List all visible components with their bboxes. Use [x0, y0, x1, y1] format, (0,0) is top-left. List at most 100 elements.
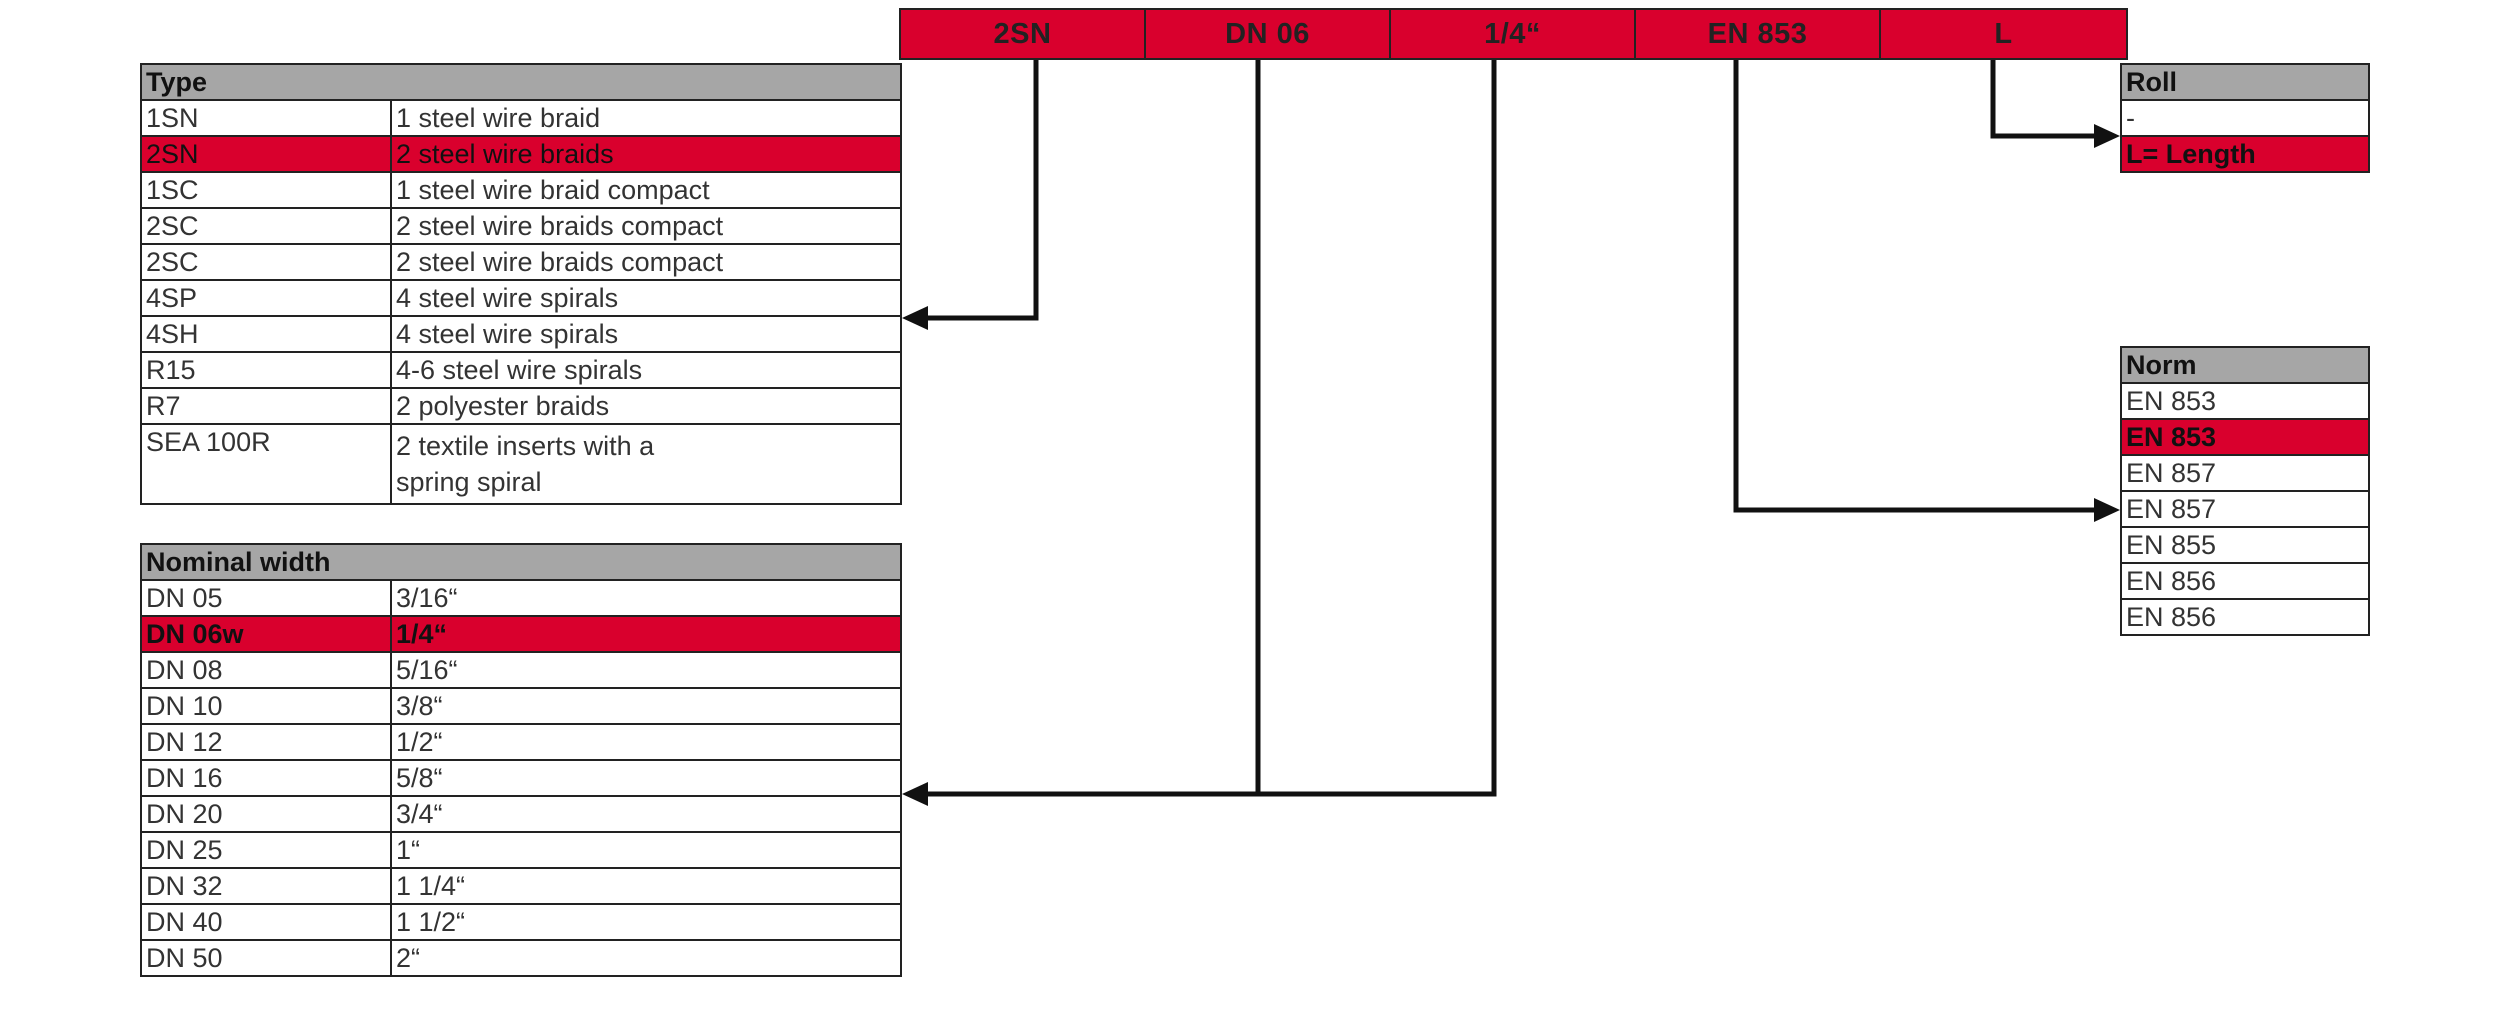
norm-value: EN 853	[2120, 418, 2370, 456]
norm-value: EN 857	[2120, 490, 2370, 528]
width-table-header: Nominal width	[140, 543, 902, 581]
nominal-width-table: Nominal width DN 05 3/16“ DN 06w 1/4“ DN…	[140, 543, 902, 977]
width-code: DN 05	[140, 579, 392, 617]
width-size: 3/8“	[390, 687, 902, 725]
width-code: DN 10	[140, 687, 392, 725]
code-roll: L	[1881, 10, 2126, 58]
order-code-bar: 2SN DN 06 1/4“ EN 853 L	[899, 8, 2128, 60]
type-code: 2SN	[140, 135, 392, 173]
type-description: 2 steel wire braids compact	[389, 207, 903, 245]
table-row-selected: EN 853	[2120, 418, 2370, 456]
roll-table-header: Roll	[2120, 63, 2370, 101]
type-description: 2 steel wire braids compact	[389, 243, 903, 281]
code-nominal-width: DN 06	[1146, 10, 1391, 58]
table-row: EN 856	[2120, 562, 2370, 600]
type-description: 2 steel wire braids	[389, 135, 903, 173]
connector-type	[912, 60, 1039, 321]
table-row: 1SC 1 steel wire braid compact	[140, 171, 903, 209]
table-row-selected: L= Length	[2120, 135, 2370, 173]
roll-table: Roll - L= Length	[2120, 63, 2370, 173]
table-row: EN 853	[2120, 382, 2370, 420]
table-row: 1SN 1 steel wire braid	[140, 99, 903, 137]
arrowhead-roll-icon	[2094, 124, 2120, 148]
table-row: EN 856	[2120, 598, 2370, 636]
norm-value: EN 856	[2120, 598, 2370, 636]
width-size: 1“	[390, 831, 902, 869]
table-row: -	[2120, 99, 2370, 137]
width-code: DN 40	[140, 903, 392, 941]
code-type: 2SN	[901, 10, 1146, 58]
width-size: 3/4“	[390, 795, 902, 833]
width-size: 3/16“	[390, 579, 902, 617]
table-row: DN 25 1“	[140, 831, 902, 869]
width-code: DN 25	[140, 831, 392, 869]
type-description: 2 textile inserts with a spring spiral	[389, 423, 903, 505]
type-description: 2 polyester braids	[389, 387, 903, 425]
roll-value: -	[2120, 99, 2370, 137]
width-code: DN 08	[140, 651, 392, 689]
roll-value: L= Length	[2120, 135, 2370, 173]
type-code: R7	[140, 387, 392, 425]
type-table: Type 1SN 1 steel wire braid 2SN 2 steel …	[139, 63, 903, 505]
norm-value: EN 853	[2120, 382, 2370, 420]
norm-table: Norm EN 853 EN 853 EN 857 EN 857 EN 855 …	[2120, 346, 2370, 636]
width-size: 1/2“	[390, 723, 902, 761]
table-row: DN 10 3/8“	[140, 687, 902, 725]
table-row: DN 08 5/16“	[140, 651, 902, 689]
width-code: DN 12	[140, 723, 392, 761]
type-code: R15	[140, 351, 392, 389]
width-code: DN 06w	[140, 615, 392, 653]
table-row: 2SC 2 steel wire braids compact	[140, 243, 903, 281]
width-code: DN 20	[140, 795, 392, 833]
table-row: DN 32 1 1/4“	[140, 867, 902, 905]
type-code: SEA 100R	[140, 423, 392, 505]
table-row: DN 40 1 1/2“	[140, 903, 902, 941]
norm-table-header-row: Norm	[2120, 346, 2370, 384]
table-row: DN 12 1/2“	[140, 723, 902, 761]
type-code: 4SP	[140, 279, 392, 317]
type-table-header: Type	[139, 63, 903, 101]
width-size: 1/4“	[390, 615, 902, 653]
type-description: 1 steel wire braid	[389, 99, 903, 137]
arrowhead-type-icon	[902, 306, 928, 330]
type-description: 4 steel wire spirals	[389, 315, 903, 353]
table-row: EN 855	[2120, 526, 2370, 564]
width-table-header-row: Nominal width	[140, 543, 902, 581]
table-row: 2SC 2 steel wire braids compact	[140, 207, 903, 245]
code-inch-size: 1/4“	[1391, 10, 1636, 58]
type-code: 2SC	[140, 207, 392, 245]
table-row: SEA 100R 2 textile inserts with a spring…	[140, 423, 903, 505]
type-description: 1 steel wire braid compact	[389, 171, 903, 209]
width-code: DN 32	[140, 867, 392, 905]
roll-table-header-row: Roll	[2120, 63, 2370, 101]
table-row: DN 05 3/16“	[140, 579, 902, 617]
type-description: 4 steel wire spirals	[389, 279, 903, 317]
table-row: EN 857	[2120, 454, 2370, 492]
type-table-header-row: Type	[139, 63, 903, 101]
width-size: 5/8“	[390, 759, 902, 797]
connector-nominal-width	[912, 60, 1497, 797]
type-code: 2SC	[140, 243, 392, 281]
connector-norm	[1733, 60, 2108, 513]
type-code: 1SN	[140, 99, 392, 137]
type-code: 4SH	[140, 315, 392, 353]
type-description: 4-6 steel wire spirals	[389, 351, 903, 389]
table-row-selected: DN 06w 1/4“	[140, 615, 902, 653]
norm-value: EN 856	[2120, 562, 2370, 600]
table-row: DN 50 2“	[140, 939, 902, 977]
width-code: DN 16	[140, 759, 392, 797]
type-code: 1SC	[140, 171, 392, 209]
code-norm: EN 853	[1636, 10, 1881, 58]
table-row: EN 857	[2120, 490, 2370, 528]
table-row: 4SH 4 steel wire spirals	[140, 315, 903, 353]
table-row: DN 20 3/4“	[140, 795, 902, 833]
norm-value: EN 855	[2120, 526, 2370, 564]
norm-value: EN 857	[2120, 454, 2370, 492]
connector-roll	[1990, 60, 2108, 139]
table-row: R15 4-6 steel wire spirals	[140, 351, 903, 389]
arrowhead-norm-icon	[2094, 498, 2120, 522]
table-row: 4SP 4 steel wire spirals	[140, 279, 903, 317]
table-row: R7 2 polyester braids	[140, 387, 903, 425]
width-size: 1 1/4“	[390, 867, 902, 905]
width-size: 5/16“	[390, 651, 902, 689]
